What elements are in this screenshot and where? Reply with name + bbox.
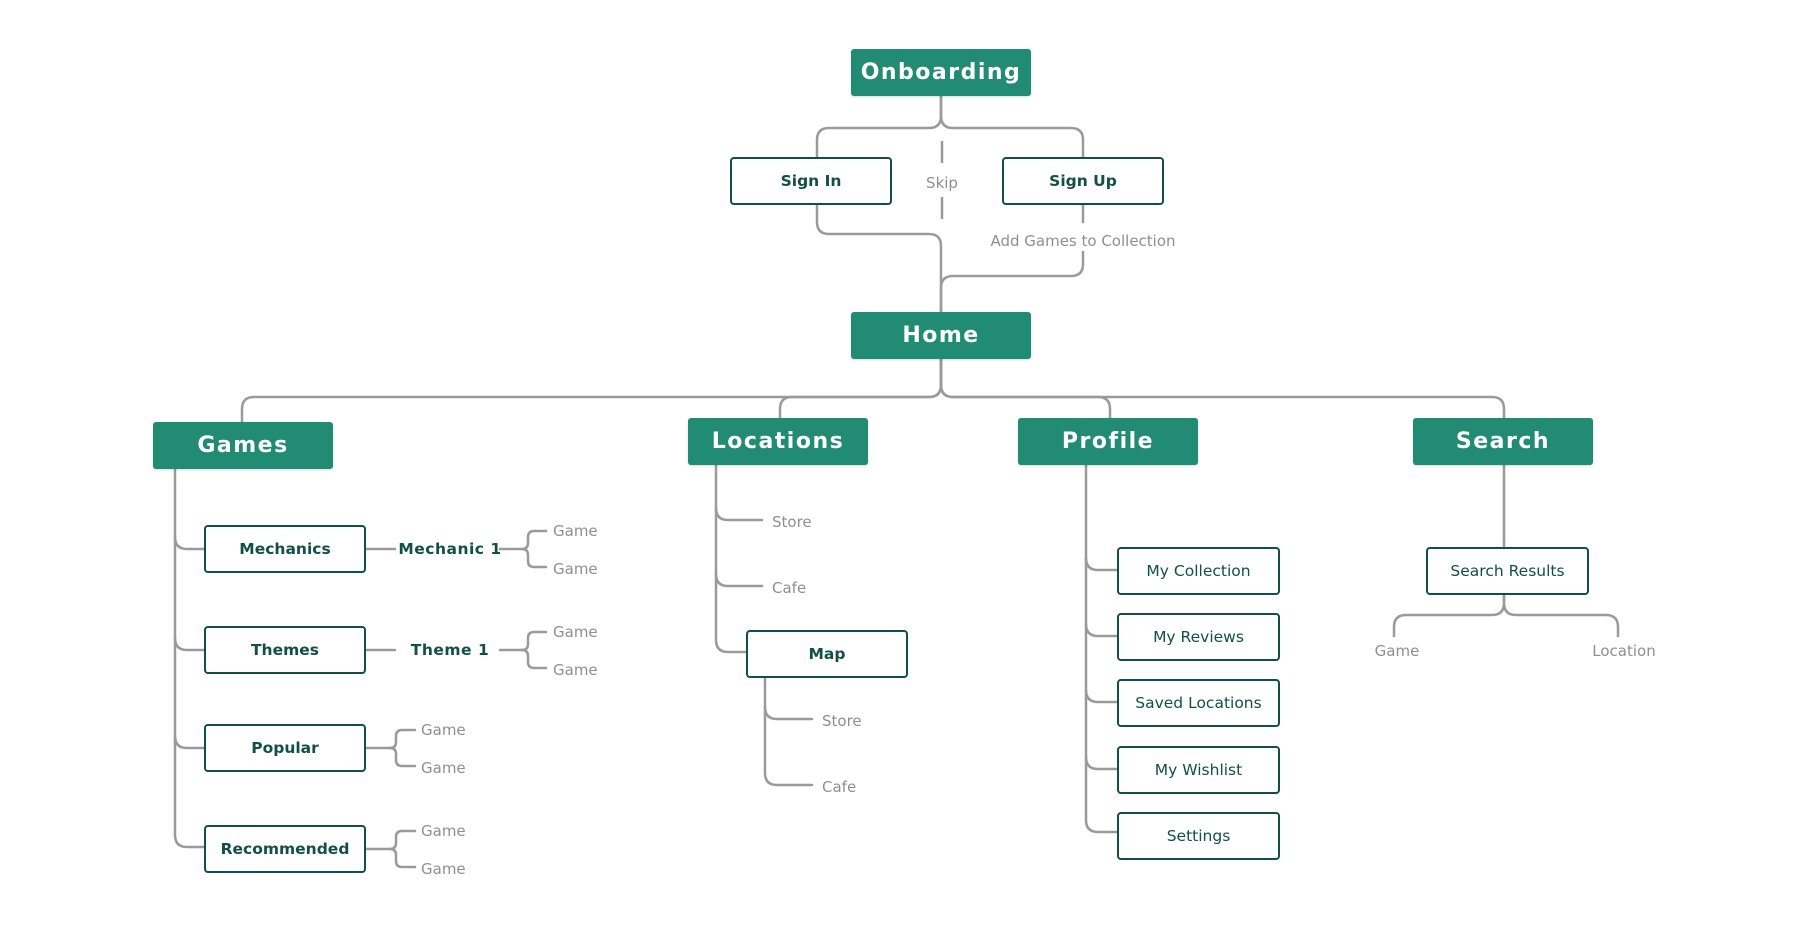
connector-line <box>520 648 548 670</box>
connector-line <box>1084 556 1119 572</box>
connector-line <box>520 547 548 569</box>
add-games-label: Add Games to Collection <box>990 232 1176 250</box>
connector-line <box>778 357 943 420</box>
search-node: Search <box>1413 418 1593 465</box>
connector-line <box>815 203 943 314</box>
popular-game-label: Game <box>421 721 466 739</box>
connector-line <box>939 357 1506 420</box>
map-cafe-label: Cafe <box>822 778 857 796</box>
connector-line <box>1084 463 1119 834</box>
saved-locations-node: Saved Locations <box>1117 679 1280 727</box>
search-game-label: Game <box>1374 642 1420 660</box>
connector-line <box>714 572 764 588</box>
recommended-game-label: Game <box>421 860 466 878</box>
themes-node: Themes <box>204 626 366 674</box>
connector-line <box>173 535 206 551</box>
skip-label: Skip <box>926 174 958 192</box>
connector-line <box>714 463 748 654</box>
connector-line <box>388 847 417 869</box>
recommended-node: Recommended <box>204 825 366 873</box>
connector-line <box>1084 622 1119 638</box>
games-node: Games <box>153 422 333 469</box>
connector-line <box>388 728 417 750</box>
connector-line <box>1502 593 1620 638</box>
connector-line <box>714 506 764 522</box>
popular-node: Popular <box>204 724 366 772</box>
connector-line <box>815 94 943 159</box>
popular-game-label: Game <box>421 759 466 777</box>
cafe-label: Cafe <box>772 579 807 597</box>
connector-line <box>173 734 206 750</box>
connector-line <box>939 250 1085 314</box>
mechanic-1-label: Mechanic 1 <box>398 540 502 558</box>
my-wishlist-node: My Wishlist <box>1117 746 1280 794</box>
connector-line <box>1084 688 1119 704</box>
connector-line <box>520 529 548 551</box>
locations-node: Locations <box>688 418 868 465</box>
sign-in-node: Sign In <box>730 157 892 205</box>
map-store-label: Store <box>822 712 862 730</box>
map-node: Map <box>746 630 908 678</box>
sign-up-node: Sign Up <box>1002 157 1164 205</box>
connector-line <box>1392 593 1506 638</box>
connector-line <box>388 829 417 851</box>
connector-line <box>763 676 814 787</box>
mechanics-node: Mechanics <box>204 525 366 573</box>
mechanic-game-label: Game <box>553 522 598 540</box>
search-location-label: Location <box>1592 642 1656 660</box>
theme-game-label: Game <box>553 623 598 641</box>
connector-line <box>1084 755 1119 771</box>
home-node: Home <box>851 312 1031 359</box>
settings-node: Settings <box>1117 812 1280 860</box>
connector-line <box>240 357 943 424</box>
my-collection-node: My Collection <box>1117 547 1280 595</box>
search-results-node: Search Results <box>1426 547 1589 595</box>
connector-line <box>173 636 206 652</box>
theme-game-label: Game <box>553 661 598 679</box>
connector-line <box>939 94 1085 159</box>
theme-1-label: Theme 1 <box>410 641 490 659</box>
connector-line <box>173 467 206 849</box>
my-reviews-node: My Reviews <box>1117 613 1280 661</box>
recommended-game-label: Game <box>421 822 466 840</box>
connector-line <box>763 705 814 721</box>
profile-node: Profile <box>1018 418 1198 465</box>
onboarding-node: Onboarding <box>851 49 1031 96</box>
connector-line <box>939 357 1112 420</box>
connector-line <box>388 746 417 768</box>
store-label: Store <box>772 513 812 531</box>
connector-line <box>520 630 548 652</box>
mechanic-game-label: Game <box>553 560 598 578</box>
